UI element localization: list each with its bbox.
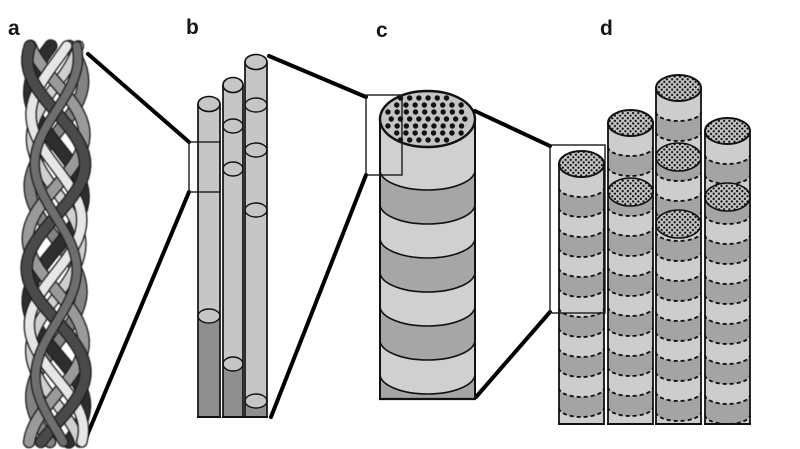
- fibril-cross-section-face: [378, 89, 477, 149]
- panel-c-banded-fibril: [378, 89, 477, 401]
- panel-label-b: b: [186, 16, 199, 39]
- panel-label-a: a: [8, 17, 20, 40]
- panel-b-fibril-bundle: [197, 53, 268, 418]
- zoom-bracket-rectangles: [188, 94, 606, 314]
- panel-label-d: d: [600, 17, 613, 40]
- panel-d-fibril-array: [558, 74, 751, 425]
- zoom-connector-lines: [84, 52, 552, 440]
- panel-label-c: c: [376, 19, 388, 42]
- panel-a-twisted-fiber: [20, 39, 92, 449]
